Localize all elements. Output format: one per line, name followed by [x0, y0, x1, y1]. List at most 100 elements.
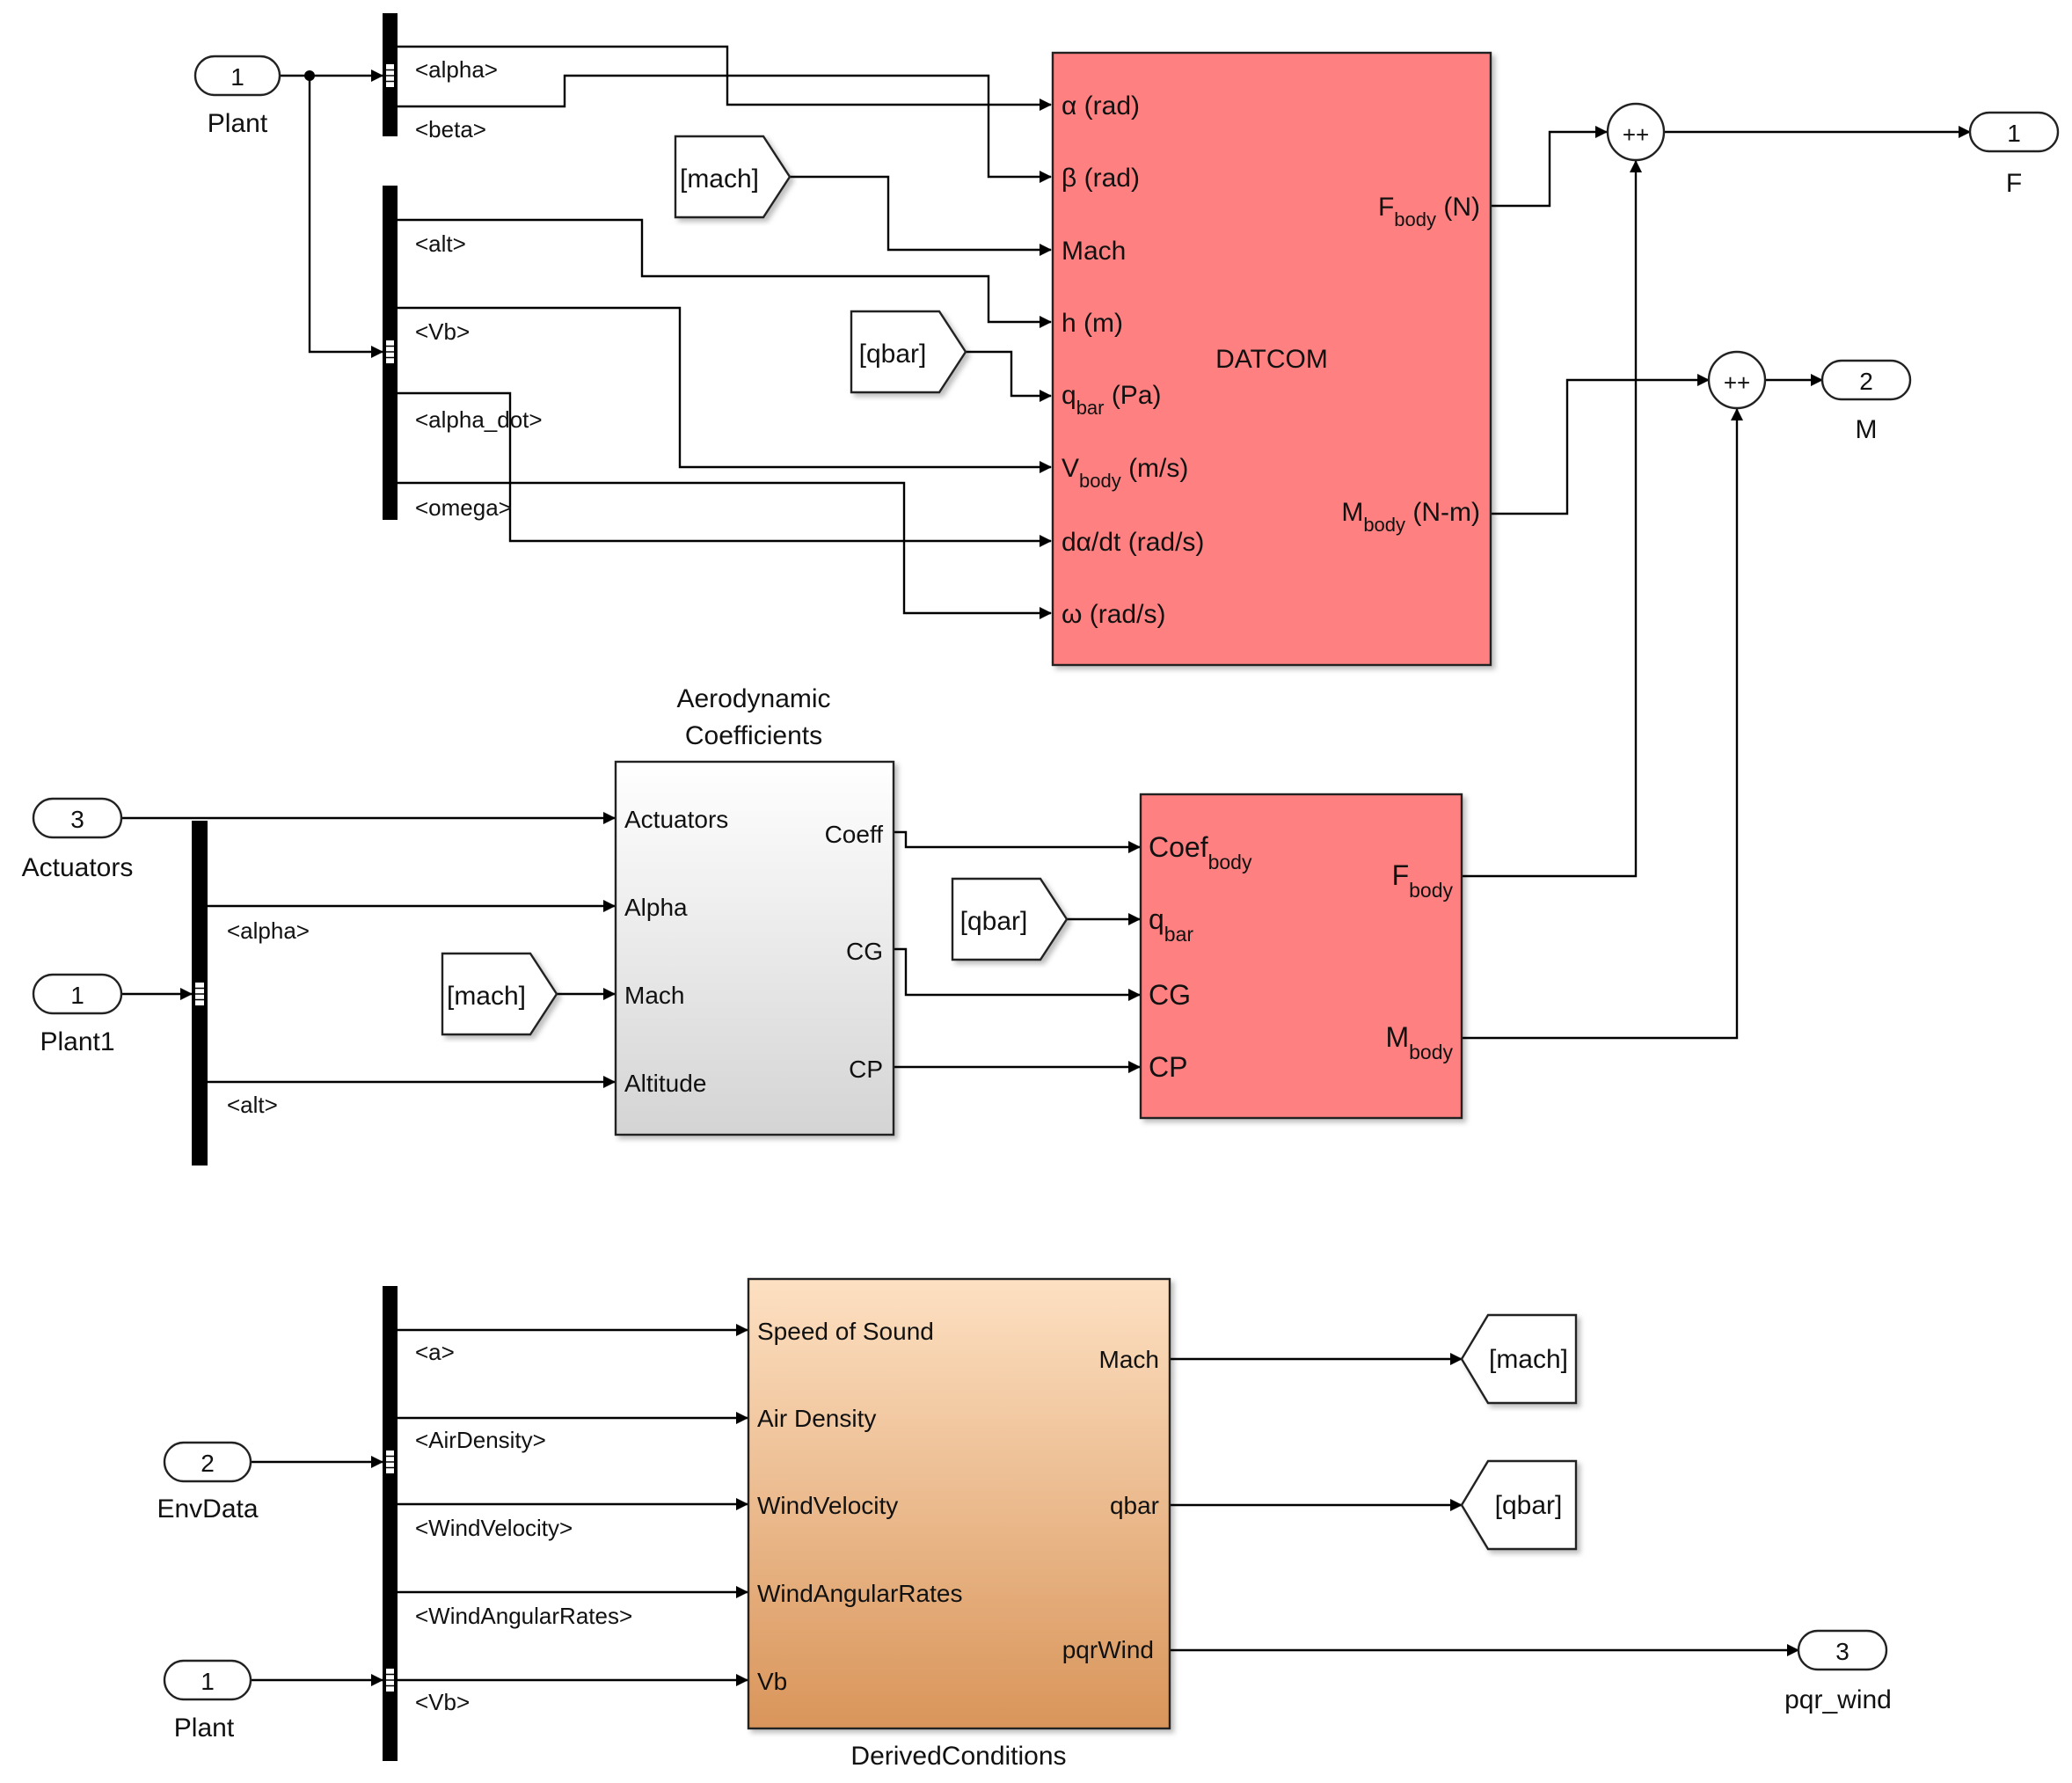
wire-beta[interactable]: [398, 74, 1052, 183]
fm-input-coefbody: Coefbody: [1149, 831, 1252, 873]
inport-plant1-number: 1: [70, 982, 84, 1009]
datcom-input-alpha-dot: dα/dt (rad/s): [1062, 528, 1204, 557]
wire-omega[interactable]: [398, 481, 1052, 619]
branch-point: [304, 70, 315, 81]
goto-mach-label: [mach]: [1489, 1345, 1568, 1374]
wire-vb[interactable]: [398, 306, 1052, 473]
datcom-block[interactable]: DATCOM α (rad) β (rad) Mach h (m) qbar (…: [1051, 51, 1492, 667]
aero-output-coeff: Coeff: [825, 821, 884, 848]
wire-cg[interactable]: [894, 947, 1141, 1001]
derived-input-air-density: Air Density: [757, 1405, 876, 1432]
from-mach-2-label: [mach]: [447, 982, 526, 1011]
wire-coeff[interactable]: [894, 830, 1141, 853]
datcom-output-fbody: Fbody (N): [1378, 193, 1480, 230]
from-qbar-2[interactable]: [qbar]: [951, 877, 1069, 961]
outport-pqr-wind[interactable]: 3 pqr_wind: [1784, 1629, 1892, 1714]
bus2-label-omega: <omega>: [415, 494, 512, 521]
bus4-label-windangularrates: <WindAngularRates>: [415, 1603, 632, 1629]
inport-plant-2-number: 1: [201, 1668, 215, 1695]
datcom-input-beta: β (rad): [1062, 164, 1140, 193]
force-moment-block[interactable]: Coefbody qbar CG CP Fbody Mbody: [1139, 793, 1463, 1120]
bus-selector-3[interactable]: <alpha> <alt>: [192, 821, 310, 1166]
aero-block-title-line1: Aerodynamic: [676, 684, 830, 713]
sum-force-signs: ++: [1623, 121, 1649, 148]
datcom-input-h: h (m): [1062, 309, 1123, 338]
derived-output-qbar: qbar: [1110, 1492, 1159, 1519]
inport-actuators[interactable]: 3 Actuators: [22, 797, 134, 882]
inport-plant[interactable]: 1 Plant: [193, 55, 281, 138]
outport-f-number: 1: [2007, 120, 2021, 147]
outport-pqr-wind-number: 3: [1835, 1638, 1849, 1665]
inport-envdata-number: 2: [201, 1450, 215, 1477]
aero-input-mach: Mach: [624, 982, 684, 1009]
bus-selector-1[interactable]: <alpha> <beta>: [383, 13, 498, 142]
outport-pqr-wind-label: pqr_wind: [1784, 1685, 1892, 1714]
datcom-input-mach: Mach: [1062, 237, 1126, 266]
fm-input-cg: CG: [1149, 979, 1191, 1011]
wire-fbody2-sum[interactable]: [1462, 160, 1642, 878]
wire-mach-datcom[interactable]: [790, 175, 1052, 256]
outport-m-label: M: [1856, 415, 1878, 444]
bus3-label-alt: <alt>: [227, 1092, 278, 1118]
sum-moment-signs: ++: [1724, 369, 1750, 396]
from-mach-1[interactable]: [mach]: [674, 135, 792, 219]
inport-plant-label: Plant: [208, 109, 268, 138]
bus4-label-a: <a>: [415, 1339, 455, 1365]
aero-block-title-line2: Coefficients: [685, 721, 822, 750]
fm-output-fbody: Fbody: [1392, 859, 1454, 902]
derived-output-mach: Mach: [1099, 1346, 1159, 1373]
aero-coefficients-block[interactable]: Aerodynamic Coefficients Actuators Alpha…: [614, 684, 895, 1136]
derived-output-pqrwind: pqrWind: [1062, 1636, 1154, 1663]
inport-plant1-label: Plant1: [40, 1027, 114, 1056]
sum-force[interactable]: ++: [1606, 102, 1666, 162]
wire-alt[interactable]: [398, 218, 1052, 328]
from-qbar-2-label: [qbar]: [960, 907, 1028, 936]
bus1-label-alpha: <alpha>: [415, 56, 498, 83]
wire-mbody-sum[interactable]: [1491, 374, 1710, 515]
inport-plant-2-label: Plant: [174, 1714, 235, 1743]
inport-plant-number: 1: [230, 63, 244, 91]
from-mach-1-label: [mach]: [680, 164, 759, 194]
inport-plant1[interactable]: 1 Plant1: [32, 973, 123, 1056]
fm-input-qbar: qbar: [1149, 903, 1193, 946]
inport-envdata-label: EnvData: [157, 1494, 258, 1524]
aero-output-cp: CP: [849, 1056, 883, 1083]
datcom-output-mbody: Mbody (N-m): [1341, 498, 1480, 536]
wire-alpha-dot[interactable]: [398, 391, 1052, 547]
bus4-label-airdensity: <AirDensity>: [415, 1427, 546, 1453]
bus-selector-4[interactable]: <a> <AirDensity> <WindVelocity> <WindAng…: [383, 1286, 632, 1761]
outport-m-number: 2: [1859, 368, 1873, 395]
wire-fbody-sum[interactable]: [1491, 126, 1608, 208]
datcom-input-alpha: α (rad): [1062, 91, 1140, 121]
sum-moment[interactable]: ++: [1707, 350, 1767, 410]
wire-plant-to-bus2[interactable]: [308, 76, 383, 358]
goto-mach[interactable]: [mach]: [1460, 1313, 1578, 1405]
from-mach-2[interactable]: [mach]: [441, 952, 558, 1036]
aero-input-actuators: Actuators: [624, 806, 728, 833]
wire-mbody2-sum[interactable]: [1462, 408, 1743, 1040]
goto-qbar[interactable]: [qbar]: [1460, 1459, 1578, 1551]
wire-qbar-datcom[interactable]: [966, 350, 1052, 402]
bus-selector-2[interactable]: <alt> <Vb> <alpha_dot> <omega>: [383, 186, 543, 521]
outport-f-label: F: [2006, 169, 2022, 198]
fm-output-mbody: Mbody: [1385, 1021, 1453, 1063]
datcom-input-qbar: qbar (Pa): [1062, 381, 1162, 419]
derived-conditions-block[interactable]: Speed of Sound Air Density WindVelocity …: [747, 1277, 1171, 1771]
derived-input-wind-angular-rates: WindAngularRates: [757, 1580, 962, 1607]
inport-plant-2[interactable]: 1 Plant: [163, 1659, 252, 1743]
datcom-input-omega: ω (rad/s): [1062, 600, 1165, 629]
bus3-label-alpha: <alpha>: [227, 917, 310, 944]
outport-m[interactable]: 2 M: [1820, 359, 1912, 444]
from-qbar-1[interactable]: [qbar]: [850, 310, 967, 394]
bus1-label-beta: <beta>: [415, 116, 486, 142]
fm-input-cp: CP: [1149, 1051, 1187, 1083]
derived-block-name: DerivedConditions: [850, 1742, 1066, 1771]
bus4-label-vb: <Vb>: [415, 1689, 470, 1715]
from-qbar-1-label: [qbar]: [859, 340, 927, 369]
bus2-label-alpha-dot: <alpha_dot>: [415, 406, 543, 433]
inport-envdata[interactable]: 2 EnvData: [157, 1441, 259, 1524]
outport-f[interactable]: 1 F: [1968, 111, 2060, 198]
aero-output-cg: CG: [846, 938, 883, 965]
datcom-block-name: DATCOM: [1215, 345, 1328, 374]
